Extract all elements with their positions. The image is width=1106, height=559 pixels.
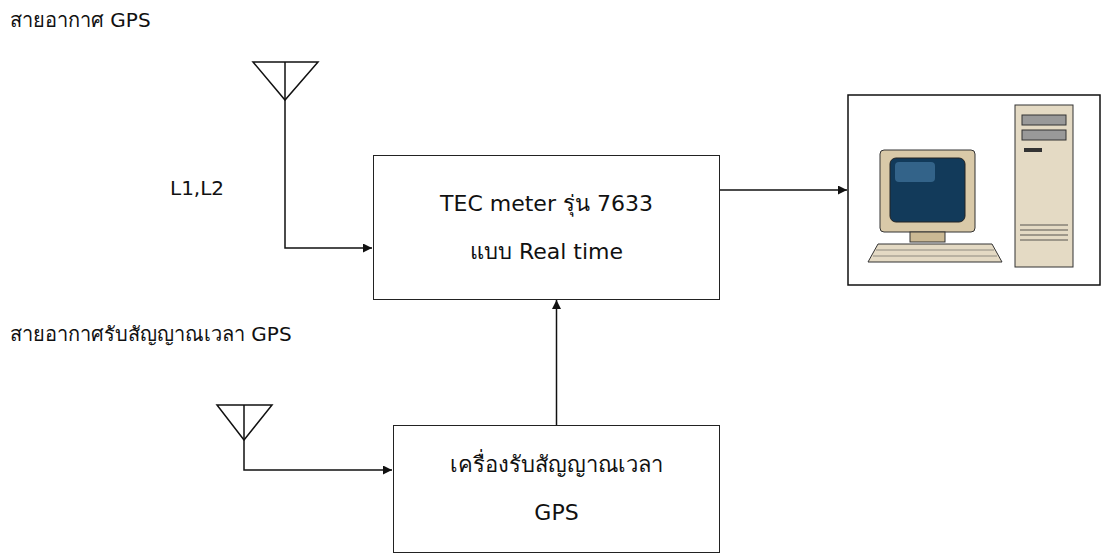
annotation-label: L1,L2 xyxy=(168,176,226,200)
computer-icon xyxy=(848,95,1100,285)
process-box: TEC meter รุ่น 7633 แบบ Real time xyxy=(373,155,720,300)
box-label: TEC meter รุ่น 7633 แบบ Real time xyxy=(432,180,662,276)
antenna-symbol xyxy=(217,405,392,470)
antenna-symbol xyxy=(253,62,372,248)
signal-arrow xyxy=(720,189,847,191)
box-label: เครื่องรับสัญญาณเวลา GPS xyxy=(432,441,682,537)
annotation-label: สายอากาศ GPS xyxy=(8,4,153,36)
signal-arrow xyxy=(556,300,558,425)
annotation-label: สายอากาศรับสัญญาณเวลา GPS xyxy=(8,318,294,350)
process-box: เครื่องรับสัญญาณเวลา GPS xyxy=(393,425,720,553)
